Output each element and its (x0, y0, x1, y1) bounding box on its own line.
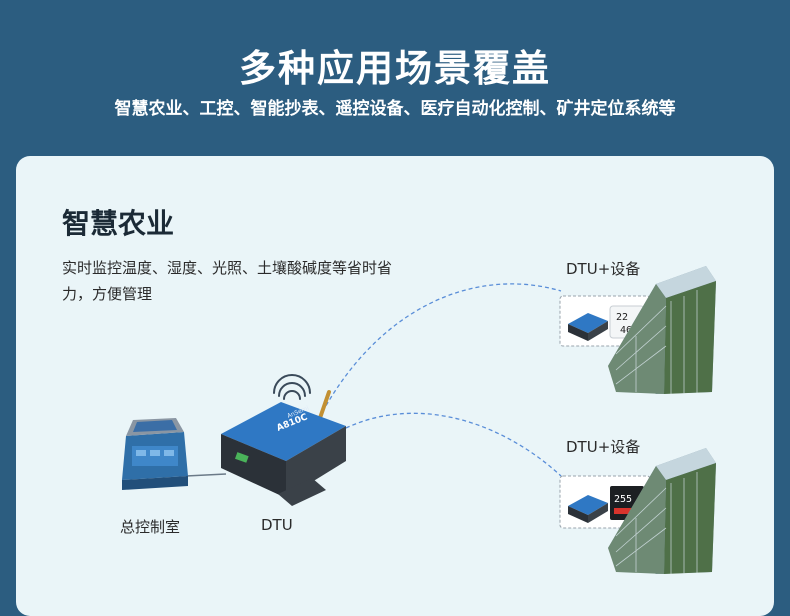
device-label-bottom: DTU+设备 (566, 438, 641, 456)
dtu-label: DTU (261, 516, 293, 534)
device-label-top: DTU+设备 (566, 260, 641, 278)
sensor-bottom-temp: 255 (614, 494, 632, 505)
scenario-diagram: A810C AnSemi 22 46 255 (122, 266, 716, 574)
greenhouse-icon (608, 448, 716, 574)
page-title: 多种应用场景覆盖 (239, 47, 551, 90)
connection-line-bottom (315, 412, 562, 477)
greenhouse-icon (608, 266, 716, 394)
control-console-icon (122, 418, 188, 490)
cable-line (185, 473, 227, 477)
section-description: 实时监控温度、湿度、光照、土壤酸碱度等省时省力，方便管理 (62, 259, 393, 303)
sensor-top-humidity: 46 (620, 325, 632, 336)
control-room-label: 总控制室 (120, 518, 181, 536)
dtu-device-icon: A810C AnSemi (221, 390, 346, 506)
sensor-top-temp: 22 (616, 312, 628, 323)
connection-line-top (315, 283, 562, 425)
scenario-card: A810C AnSemi 22 46 255 (16, 156, 774, 616)
section-title: 智慧农业 (62, 207, 175, 240)
page-subtitle: 智慧农业、工控、智能抄表、遥控设备、医疗自动化控制、矿井定位系统等 (114, 99, 676, 119)
wifi-signal-icon (273, 374, 311, 400)
